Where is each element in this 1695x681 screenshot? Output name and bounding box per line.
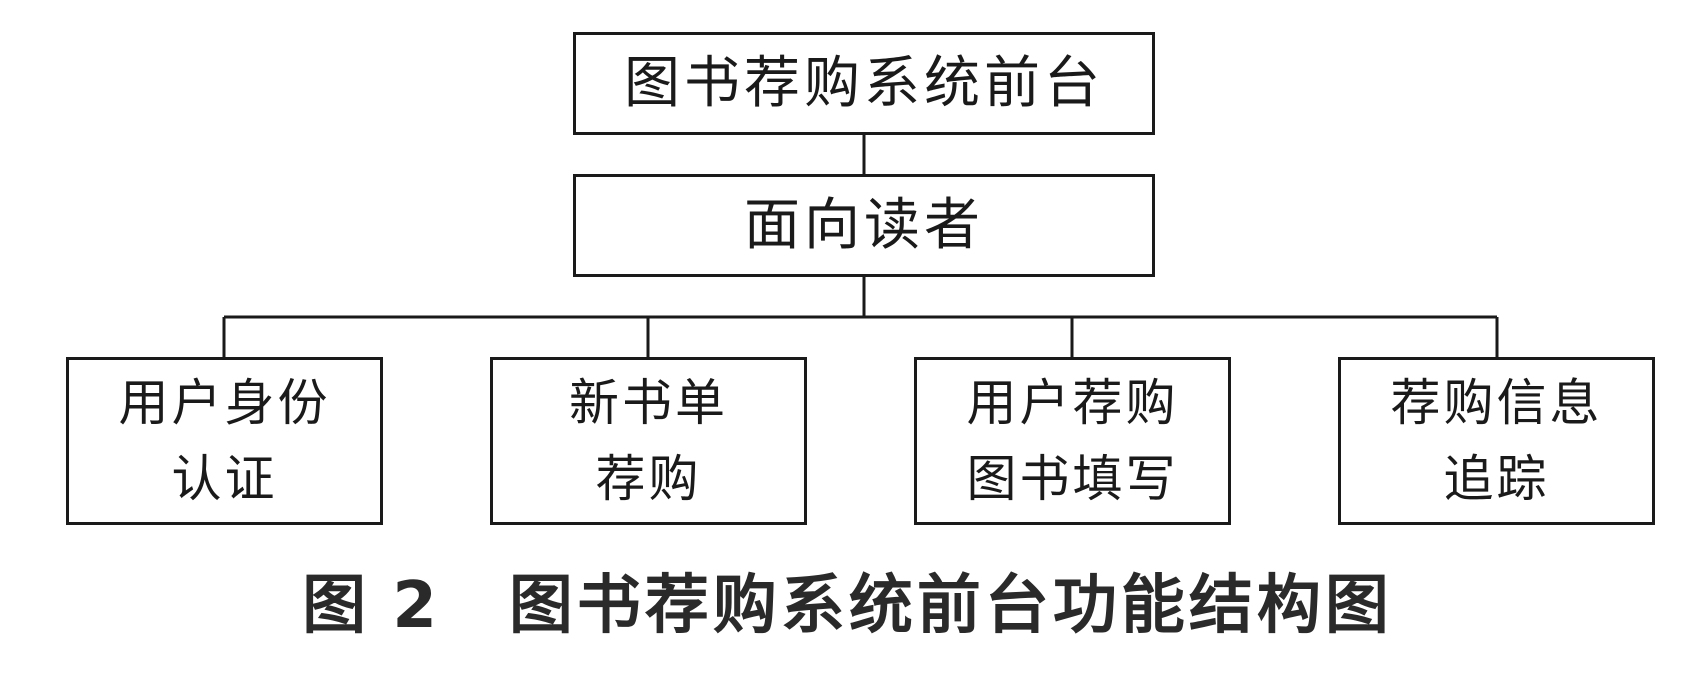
node-middle: 面向读者 [573,174,1155,277]
node-leaf-4-line-2: 追踪 [1443,450,1550,508]
node-leaf-2: 新书单 荐购 [490,357,807,525]
node-leaf-4: 荐购信息 追踪 [1338,357,1655,525]
node-leaf-2-line-1: 新书单 [569,374,728,432]
node-leaf-3-line-1: 用户荐购 [966,374,1179,432]
figure-number: 图 2 [302,569,439,643]
node-leaf-1: 用户身份 认证 [66,357,383,525]
node-leaf-3: 用户荐购 图书填写 [914,357,1231,525]
node-leaf-3-line-2: 图书填写 [966,450,1179,508]
node-leaf-2-line-2: 荐购 [595,450,702,508]
node-root-label: 图书荐购系统前台 [624,50,1104,116]
figure-title: 图书荐购系统前台功能结构图 [508,569,1393,643]
figure-caption: 图 2 图书荐购系统前台功能结构图 [0,555,1695,645]
node-middle-label: 面向读者 [744,192,984,258]
node-leaf-1-line-2: 认证 [171,450,278,508]
node-leaf-1-line-1: 用户身份 [118,374,331,432]
node-root: 图书荐购系统前台 [573,32,1155,135]
node-leaf-4-line-1: 荐购信息 [1390,374,1603,432]
